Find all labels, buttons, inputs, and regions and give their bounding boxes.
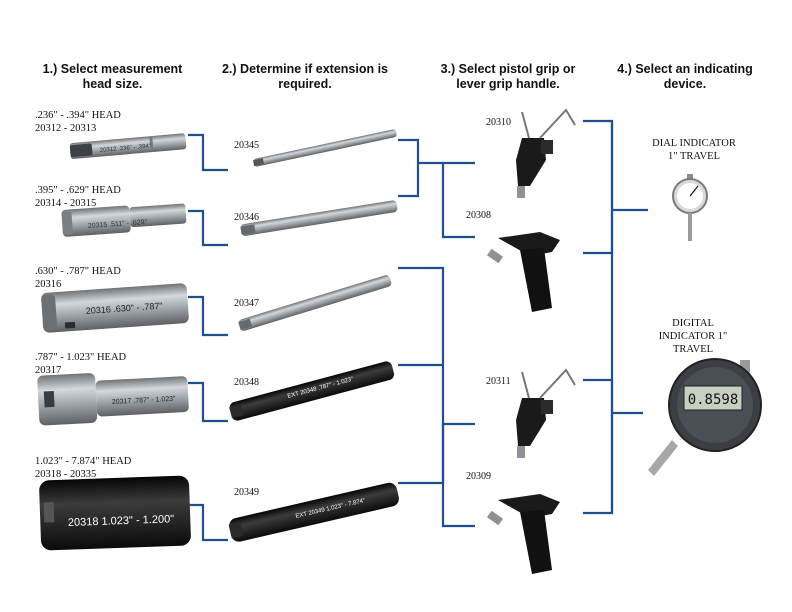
step-1-line2: head size.	[82, 77, 143, 91]
step-3-header: 3.) Select pistol grip or lever grip han…	[423, 62, 593, 92]
connector-line	[398, 138, 420, 198]
extension-20349	[228, 482, 399, 542]
handle-part-20309: 20309	[466, 471, 491, 482]
pistol-grip-handle-20308	[486, 232, 560, 312]
head-part-numbers: 20314 - 20315	[35, 198, 97, 209]
step-2-line2: required.	[278, 77, 332, 91]
device-label-line1: DIAL INDICATOR	[652, 138, 736, 149]
device-label-line2: 1" TRAVEL	[667, 151, 721, 162]
pistol-grip-handle-20309	[486, 494, 560, 574]
connector-line	[583, 119, 614, 255]
connector-line	[188, 381, 228, 423]
step-4-header: 4.) Select an indicating device.	[600, 62, 770, 92]
digital-indicator-label: DIGITAL INDICATOR 1" TRAVEL	[638, 317, 748, 356]
head-range: .630" - .787" HEAD	[35, 266, 121, 277]
connector-line	[188, 503, 228, 542]
step-2-line1: 2.) Determine if extension is	[221, 62, 389, 76]
connector-line	[188, 209, 228, 247]
step-4-line1: 4.) Select an indicating	[617, 62, 753, 76]
head-20317	[37, 373, 189, 426]
connector-line	[188, 295, 228, 337]
head-engraving: 20312 .236" - .394"	[100, 144, 152, 154]
head-label-4: .787" - 1.023" HEAD 20317	[35, 351, 126, 377]
lever-grip-handle-20310	[516, 108, 576, 198]
extension-part-20345: 20345	[234, 140, 259, 151]
extension-part-20348: 20348	[234, 377, 259, 388]
head-range: .787" - 1.023" HEAD	[35, 352, 127, 363]
connector-line	[398, 266, 445, 485]
head-engraving: 20315 .511" - .629"	[88, 219, 148, 230]
device-label-line3: TRAVEL	[672, 344, 714, 355]
step-1-line1: 1.) Select measurement	[42, 62, 183, 76]
step-2-header: 2.) Determine if extension is required.	[205, 62, 405, 92]
head-engraving: 20317 .787" - 1.023"	[112, 396, 177, 406]
head-label-3: .630" - .787" HEAD 20316	[35, 265, 121, 291]
device-label-line1: DIGITAL	[672, 318, 714, 329]
device-label-line2: INDICATOR 1"	[658, 331, 728, 342]
head-part-numbers: 20318 - 20335	[35, 469, 97, 480]
handle-part-20308: 20308	[466, 210, 491, 221]
head-label-1: .236" - .394" HEAD 20312 - 20313	[35, 109, 121, 135]
svg-text:0.8598: 0.8598	[688, 392, 739, 408]
extension-20347	[238, 275, 392, 331]
head-20312	[69, 133, 187, 159]
head-range: 1.023" - 7.874" HEAD	[35, 456, 132, 467]
connector-line	[188, 133, 228, 172]
head-part-numbers: 20316	[35, 279, 62, 290]
step-4-line2: device.	[663, 77, 707, 91]
step-1-header: 1.) Select measurement head size.	[30, 62, 195, 92]
extension-20348	[229, 361, 395, 421]
head-part-numbers: 20312 - 20313	[35, 123, 97, 134]
digital-indicator-icon: 0.8598	[648, 358, 762, 476]
connector-lines	[188, 119, 648, 542]
extension-part-20349: 20349	[234, 487, 259, 498]
connector-line	[583, 378, 614, 515]
dial-indicator-label: DIAL INDICATOR 1" TRAVEL	[624, 137, 764, 163]
head-part-numbers: 20317	[35, 365, 62, 376]
head-20318	[39, 475, 191, 551]
extension-part-20346: 20346	[234, 212, 259, 223]
dial-indicator-icon	[672, 174, 708, 241]
connector-line	[441, 161, 475, 239]
step-3-line2: lever grip handle.	[456, 77, 560, 91]
handle-part-20311: 20311	[486, 376, 511, 387]
extension-20346	[240, 200, 398, 236]
handle-part-20310: 20310	[486, 117, 511, 128]
head-20314	[61, 203, 187, 237]
head-range: .236" - .394" HEAD	[35, 110, 121, 121]
step-3-line1: 3.) Select pistol grip or	[440, 62, 576, 76]
head-label-2: .395" - .629" HEAD 20314 - 20315	[35, 184, 121, 210]
connector-line	[441, 422, 475, 528]
lever-grip-handle-20311	[516, 368, 576, 458]
head-20316	[41, 283, 189, 333]
head-label-5: 1.023" - 7.874" HEAD 20318 - 20335	[35, 455, 131, 481]
extension-20345	[252, 129, 397, 167]
extension-part-20347: 20347	[234, 298, 259, 309]
head-range: .395" - .629" HEAD	[35, 185, 121, 196]
head-engraving: 20318 1.023" - 1.200"	[68, 513, 175, 529]
